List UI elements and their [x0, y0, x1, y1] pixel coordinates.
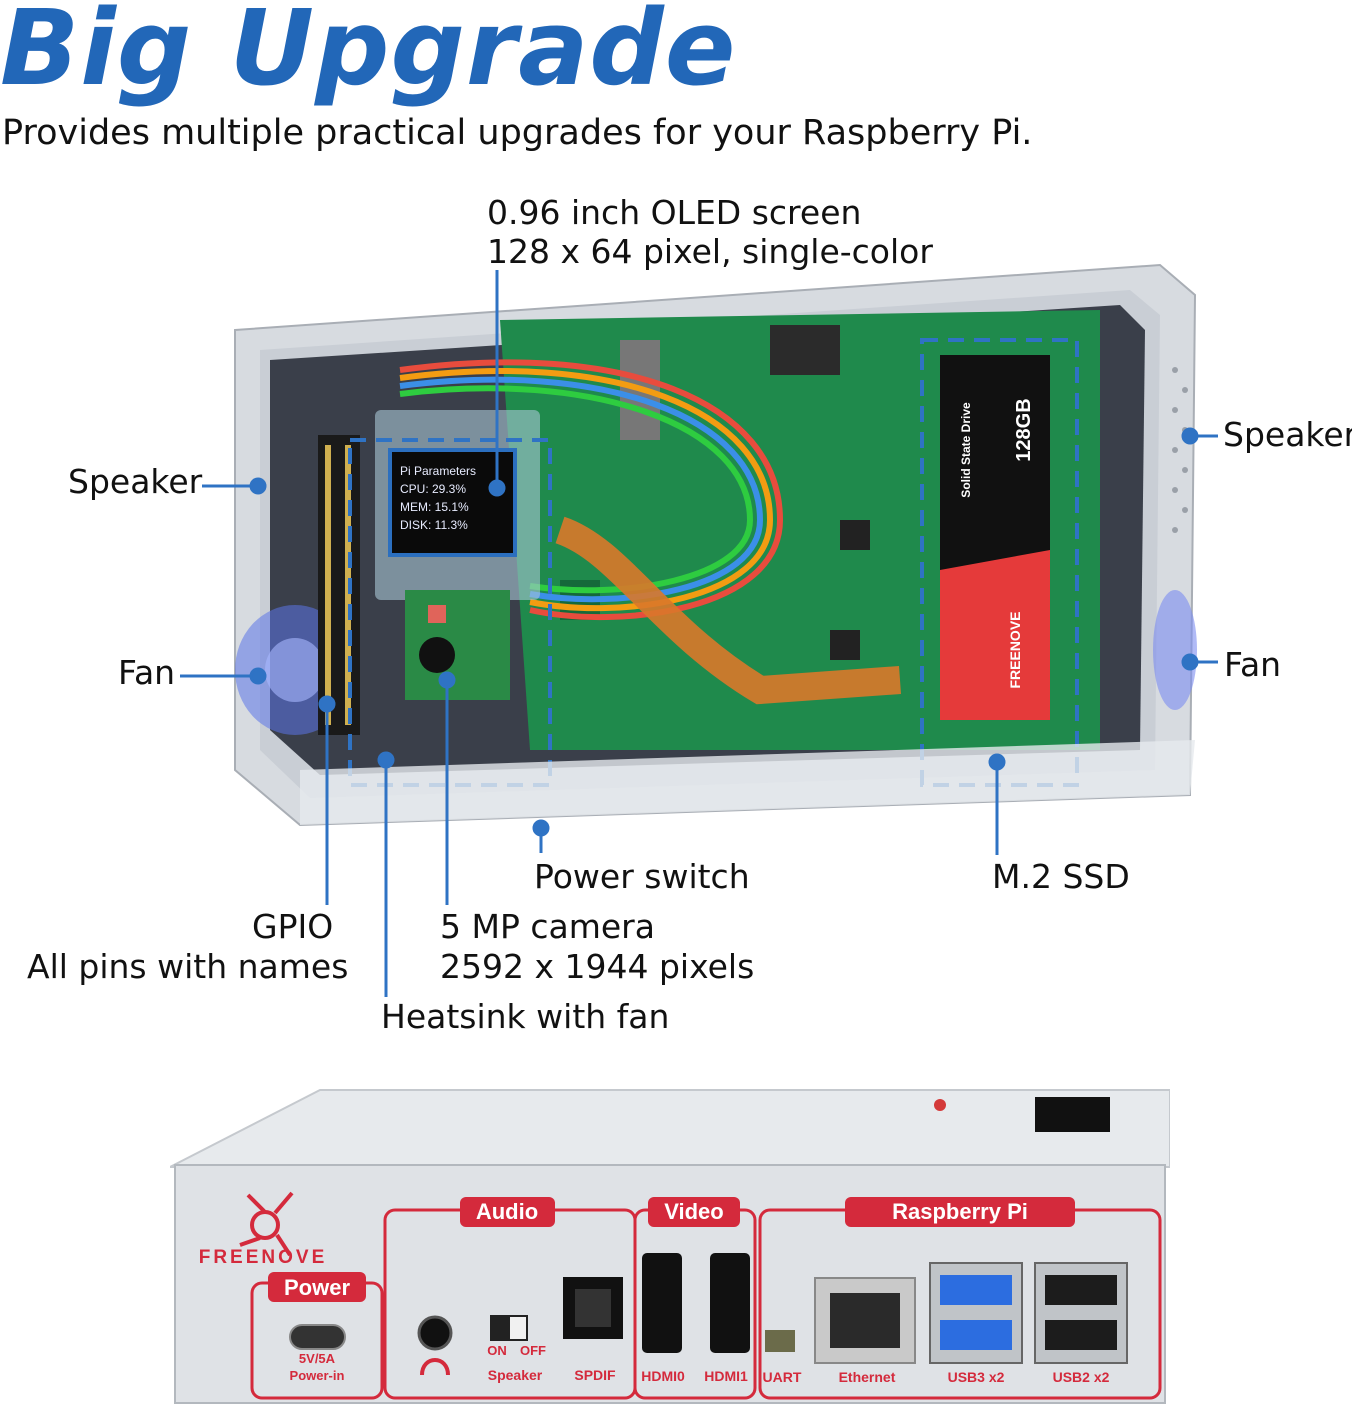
camera-label-line-1: 5 MP camera	[440, 907, 655, 946]
speaker-left-label: Speaker	[68, 462, 203, 501]
m2-ssd-label: M.2 SSD	[992, 857, 1130, 896]
power-spec: 5V/5A	[299, 1351, 336, 1366]
hdmi1-label: HDMI1	[704, 1368, 748, 1384]
switch-off-label: OFF	[520, 1343, 546, 1358]
ssd-brand: FREENOVE	[1007, 611, 1023, 688]
oled-line-1: Pi Parameters	[400, 464, 476, 478]
case-front-panel-image: FREENOVE Power 5V/5A Power-in Audio ON O…	[170, 1089, 1170, 1404]
oled-line-2: CPU: 29.3%	[400, 482, 466, 496]
fan-right-label: Fan	[1224, 645, 1282, 684]
speaker-right-label: Speaker	[1223, 415, 1352, 454]
switch-on-label: ON	[487, 1343, 507, 1358]
case-top-view-image: Pi Parameters CPU: 29.3% MEM: 15.1% DISK…	[234, 263, 1197, 827]
gpio-label-line-2: All pins with names	[27, 947, 349, 986]
page-subtitle: Provides multiple practical upgrades for…	[2, 113, 1033, 153]
audio-section-title: Audio	[476, 1199, 538, 1224]
panel-brand: FREENOVE	[199, 1247, 328, 1268]
oled-callout-line-2: 128 x 64 pixel, single-color	[487, 232, 933, 271]
power-section-title: Power	[284, 1275, 350, 1300]
page-title: Big Upgrade	[0, 0, 737, 109]
power-in-label: Power-in	[290, 1368, 345, 1383]
video-section-title: Video	[664, 1199, 724, 1224]
uart-label: UART	[763, 1369, 802, 1385]
fan-left-label: Fan	[118, 653, 176, 692]
speaker-port-label: Speaker	[488, 1367, 543, 1383]
ssd-type: Solid State Drive	[959, 402, 973, 498]
rpi-section-title: Raspberry Pi	[892, 1199, 1028, 1224]
gpio-label-line-1: GPIO	[252, 907, 334, 946]
hdmi0-label: HDMI0	[641, 1368, 685, 1384]
heatsink-label: Heatsink with fan	[381, 997, 670, 1036]
usb3-label: USB3 x2	[948, 1369, 1005, 1385]
ssd-capacity: 128GB	[1013, 398, 1035, 461]
oled-line-4: DISK: 11.3%	[400, 518, 468, 532]
oled-line-3: MEM: 15.1%	[400, 500, 469, 514]
oled-callout-line-1: 0.96 inch OLED screen	[487, 193, 862, 232]
camera-label-line-2: 2592 x 1944 pixels	[440, 947, 755, 986]
usb2-label: USB2 x2	[1053, 1369, 1110, 1385]
power-switch-label: Power switch	[534, 857, 750, 896]
ethernet-label: Ethernet	[839, 1369, 896, 1385]
spdif-label: SPDIF	[574, 1367, 616, 1383]
